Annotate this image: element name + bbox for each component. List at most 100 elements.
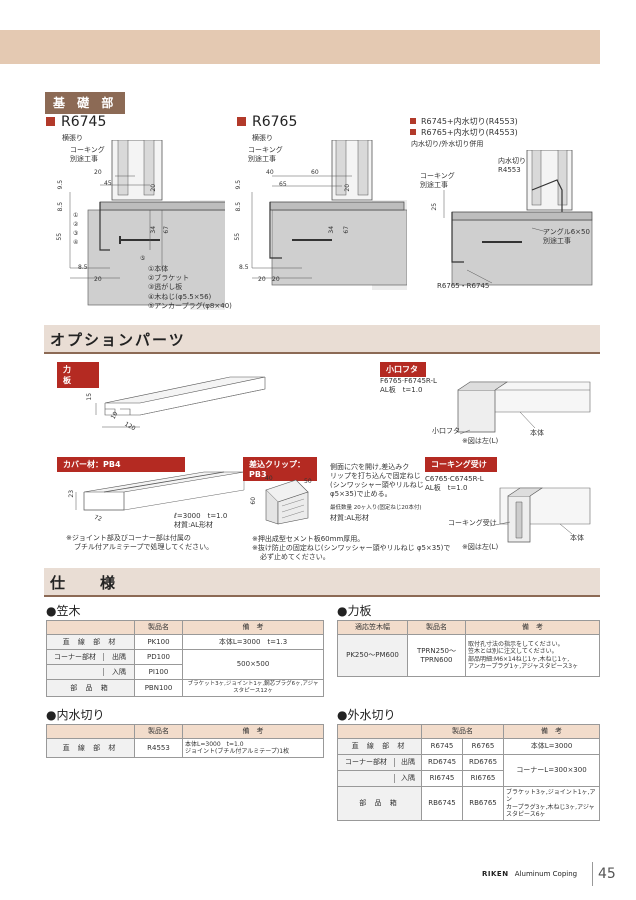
r6745-legend-3: ③逃がし板: [148, 283, 183, 291]
koguchi-tag-right: 本体: [530, 429, 544, 437]
combo-note: 内水切り/外水切り併用: [411, 140, 484, 148]
sotomizu-corner-out-sub: 出隅: [401, 758, 415, 767]
r6745-dim-1: 20: [94, 169, 102, 176]
r6765-dim-2: 60: [311, 169, 319, 176]
r6765-dim-11: 20: [258, 276, 266, 283]
r6745-legend-5: ⑤アンカープラグ(φ8×40): [148, 302, 232, 310]
kasagi-header-product: 製品名: [134, 620, 183, 635]
r6765-note: 横張り: [252, 134, 273, 142]
cover-drawing: [75, 471, 245, 511]
clip-desc-1: 側面に穴を開け,差込みク: [330, 463, 410, 471]
clip-note-2: ※抜け防止の固定ねじ(シンワッシャー頭やリルねじ φ5×35)で: [252, 544, 451, 552]
sotomizu-corner-label: コーナー部材: [338, 758, 395, 767]
sotomizu-corner-note: コーナーL=300×300: [503, 754, 600, 787]
cover-spec-material: 材質:AL形材: [174, 521, 214, 529]
kasagi-row-parts-note: ブラケット3ヶ,ジョイント1ヶ,鋼芯プラグ6ヶ,アジャスタピース12ヶ: [182, 679, 324, 697]
top-header-band: [0, 30, 600, 64]
r6745-legend-1: ①本体: [148, 265, 169, 273]
r6765-dim-8: 34: [328, 225, 336, 234]
rikiita-header-note: 備 考: [465, 620, 600, 635]
r6745-dim-7: 34: [150, 225, 158, 234]
r6745-note: 横張り: [62, 134, 83, 142]
caulk-receiver-note: ※図は左(L): [462, 543, 499, 551]
r6745-legend-2: ②ブラケット: [148, 274, 190, 282]
sotomizu-row-straight-label: 直 線 部 材: [337, 738, 422, 755]
r6765-dim-6: 55: [234, 232, 242, 241]
square-bullet-icon: [237, 117, 246, 126]
sotomizu-header-note: 備 考: [503, 724, 600, 739]
spec-rikiita-title: ●力板: [337, 604, 372, 618]
combo-inner-drain-code: R4553: [498, 166, 521, 174]
uchimizu-row-note: 本体L=3000 t=1.0 ジョイント(ブチル付アルミテープ)1枚: [182, 738, 324, 758]
kasagi-header-blank: [46, 620, 135, 635]
caulk-receiver-tag-right: 本体: [570, 534, 584, 542]
r6765-dim-4: 9.5: [235, 179, 243, 190]
sotomizu-row-corner-out-b: RD6765: [462, 754, 504, 771]
kasagi-row-corner-in-code: PI100: [134, 664, 183, 680]
kasagi-table: 製品名 備 考 直 線 部 材 PK100 本体L=3000 t=1.3 コーナ…: [46, 620, 324, 697]
r6745-section-drawing: [69, 140, 225, 310]
r6765-caulk-label2: 別途工事: [248, 155, 276, 163]
rikiita-note-3: 部品明細:M6×14ねじ1ヶ,木ねじ1ヶ,: [468, 655, 570, 663]
rikiita-code-2: TPRN600: [420, 655, 453, 664]
combo-caulk-label2: 別途工事: [420, 181, 448, 189]
r6745-callout-3: ③: [73, 230, 79, 237]
r6765-section-drawing: [251, 140, 407, 290]
combo-section-drawing: [443, 150, 593, 286]
r6745-legend-4: ④木ねじ(φ5.5×56): [148, 293, 212, 301]
sotomizu-corner-spacer: [338, 774, 395, 783]
chikaraita-drawing: [95, 376, 266, 428]
kasagi-row-parts-label: 部 品 箱: [46, 679, 135, 697]
combo-title-1: R6745+内水切り(R4553): [410, 117, 518, 127]
clip-dim-60: 60: [250, 496, 258, 505]
sotomizu-corner-in-sub: 入隅: [401, 774, 415, 783]
combo-caulk-label: コーキング: [420, 172, 455, 180]
r6765-dim-12: 20: [272, 276, 280, 283]
square-bullet-icon: [46, 117, 55, 126]
kasagi-corner-in-sub: 入隅: [112, 667, 126, 676]
uchimizu-note-1: 本体L=3000 t=1.0: [185, 740, 244, 748]
uchimizu-header-product: 製品名: [134, 724, 183, 739]
combo-inner-drain-label: 内水切り: [498, 157, 526, 165]
r6745-dim-3: 9.5: [57, 179, 65, 190]
square-bullet-icon: [410, 129, 416, 135]
sotomizu-row-corner-in-a: RI6745: [421, 770, 463, 787]
clip-drawing: [265, 479, 309, 525]
spec-section-rule: [44, 595, 600, 597]
r6745-callout-2: ②: [73, 221, 79, 228]
kasagi-row-corner-out: コーナー部材 出隅: [46, 649, 135, 665]
r6745-caulk-label: コーキング: [70, 146, 105, 154]
chikaraita-dim-15: 15: [86, 392, 94, 401]
r6745-dim-5: 55: [56, 232, 64, 241]
spec-section-title: 仕 様: [50, 574, 126, 592]
option-label-koguchi: 小口フタ: [380, 362, 426, 377]
sotomizu-row-straight-a: R6745: [421, 738, 463, 755]
sotomizu-row-corner-out: コーナー部材 出隅: [337, 754, 422, 771]
caulk-receiver-drawing: [490, 487, 591, 543]
spec-kasagi-title: ●笠木: [46, 604, 81, 618]
clip-desc-2: リップを打ち込んで固定ねじ: [330, 472, 421, 480]
spec-sotomizu-title: ●外水切り: [337, 708, 396, 722]
sotomizu-row-parts-label: 部 品 箱: [337, 786, 422, 821]
options-section-title: オプションパーツ: [50, 331, 186, 349]
r6745-callout-1: ①: [73, 212, 79, 219]
clip-dim-50: 50: [304, 478, 312, 485]
clip-sub-2: 材質:AL形材: [330, 514, 370, 522]
kasagi-header-note: 備 考: [182, 620, 324, 635]
caulk-receiver-code: C6765·C6745R-L: [425, 475, 484, 483]
r6765-dim-5: 8.5: [235, 201, 243, 212]
r6765-dim-10: 8.5: [239, 264, 249, 271]
sotomizu-row-parts-a: RB6745: [421, 786, 463, 821]
cover-spec-length: ℓ=3000 t=1.0: [174, 512, 228, 520]
uchimizu-row-code: R4553: [134, 738, 183, 758]
clip-note-3: 必ず止めてください。: [260, 553, 330, 561]
r6745-callout-5: ⑤: [140, 255, 146, 262]
sotomizu-row-corner-out-a: RD6745: [421, 754, 463, 771]
product-heading-r6745: R6745: [46, 114, 106, 130]
koguchi-code: F6765·F6745R-L: [380, 377, 437, 385]
sotomizu-row-parts-note: ブラケット3ヶ,ジョイント1ヶ,アン カープラグ3ヶ,木ねじ3ヶ,アジャ スタピ…: [503, 786, 600, 821]
spec-uchimizu-title: ●内水切り: [46, 708, 105, 722]
sotomizu-row-straight-b: R6765: [462, 738, 504, 755]
cover-note-1: ※ジョイント部及びコーナー部は付属の: [66, 534, 191, 542]
product-heading-r6765: R6765: [237, 114, 297, 130]
